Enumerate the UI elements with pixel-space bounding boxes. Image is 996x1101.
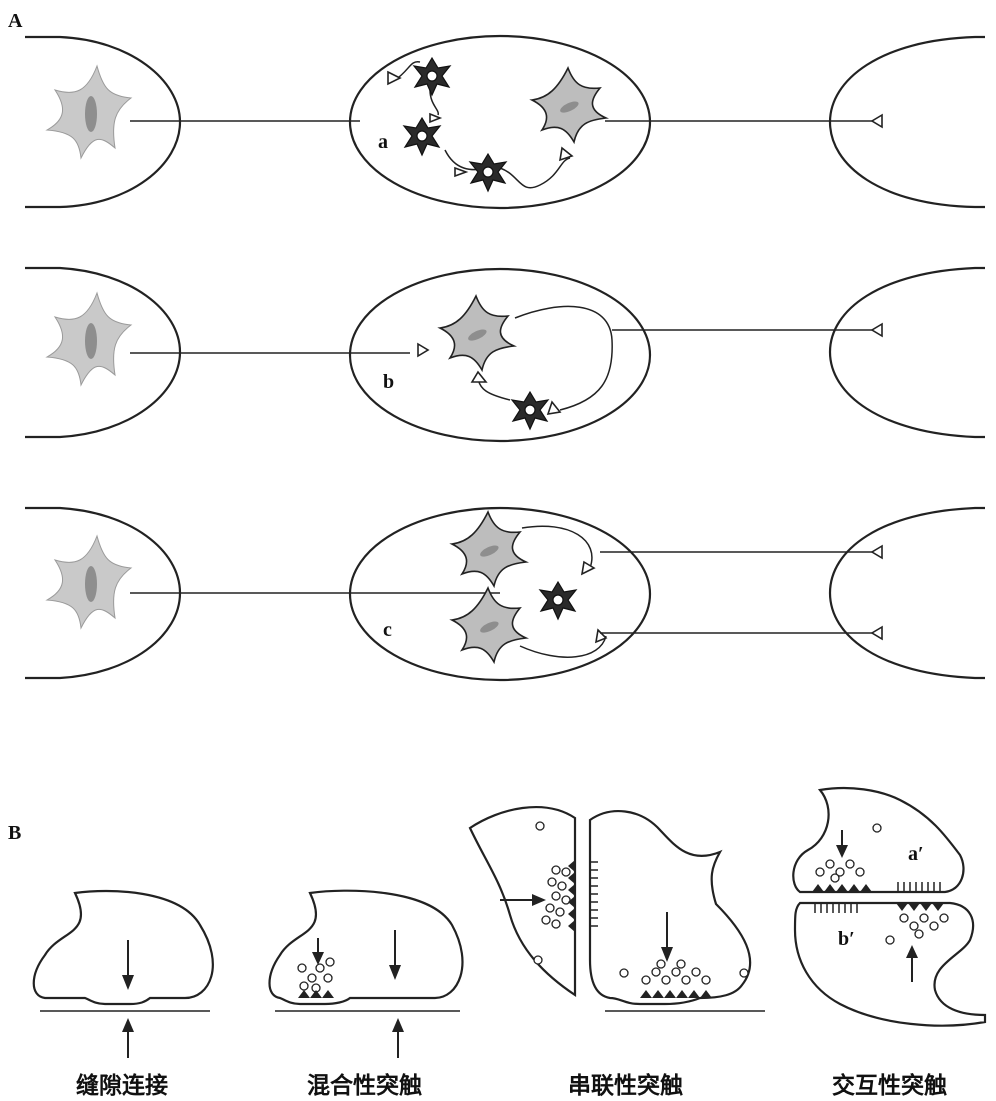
left-region-outline [25,266,182,439]
right-arrow-icon [532,894,546,906]
reciprocal-synapse-diagram: a′ b′ [792,786,987,1027]
interneuron-chain [394,61,571,189]
circuit-label-c: c [383,619,392,641]
terminal-a-prime [792,786,965,894]
inhibitory-interneuron [539,581,577,620]
down-arrow-icon [312,952,324,965]
down-arrow-icon [122,975,134,990]
presynaptic-terminal [268,889,464,1006]
serial-synapse-diagram [468,806,765,1012]
middle-region-outline [348,34,652,210]
caption-serial-synapse: 串联性突触 [568,1073,683,1099]
panel-a-label: A [8,10,23,32]
circuit-label-a: a [378,131,388,153]
interneuron-2 [403,117,441,156]
interneuron-1 [413,57,451,96]
intermediate-terminal [588,810,752,1006]
synaptic-vesicles [297,957,335,993]
synaptic-vesicles [899,913,949,939]
synaptic-vesicles [541,865,571,929]
label-a-prime: a′ [908,843,924,865]
down-arrow-icon [389,965,401,980]
relay-neuron [531,67,607,143]
circuit-row-b: b [25,266,985,443]
caption-gap-junction: 缝隙连接 [76,1073,168,1099]
relay-neuron-upper [451,511,527,587]
circuit-row-c: c [25,506,985,682]
interneuron-3 [469,153,507,192]
right-region-outline [828,266,985,439]
left-region-outline [25,35,182,209]
down-arrow-icon [661,947,673,962]
projection-neuron [46,292,132,386]
mixed-synapse-diagram [268,889,464,1058]
relay-neuron [439,295,515,371]
relay-neuron-lower [451,587,527,663]
right-region-outline [828,506,985,680]
presynaptic-terminal [32,889,214,1006]
down-arrow-icon [836,845,848,858]
synaptic-vesicles [815,859,865,883]
terminal-b-prime [793,901,987,1027]
caption-reciprocal-synapse: 交互性突触 [832,1073,947,1099]
caption-mixed-synapse: 混合性突触 [307,1073,422,1099]
label-b-prime: b′ [838,928,855,950]
up-arrow-icon [122,1018,134,1032]
middle-region-outline [348,267,652,443]
recurrent-collaterals [519,525,607,658]
circuit-row-a: a [25,34,985,210]
up-arrow-icon [906,945,918,958]
right-region-outline [828,35,985,209]
up-arrow-icon [392,1018,404,1032]
projection-neuron [46,65,132,159]
panel-b-label: B [8,822,22,844]
circuit-label-b: b [383,371,394,393]
synaptic-vesicles [641,959,711,985]
interneuron [511,391,549,430]
middle-region-outline [348,506,652,682]
presynaptic-dendrite [468,806,577,998]
projection-neuron [46,535,132,629]
gap-junction-diagram [32,889,214,1058]
